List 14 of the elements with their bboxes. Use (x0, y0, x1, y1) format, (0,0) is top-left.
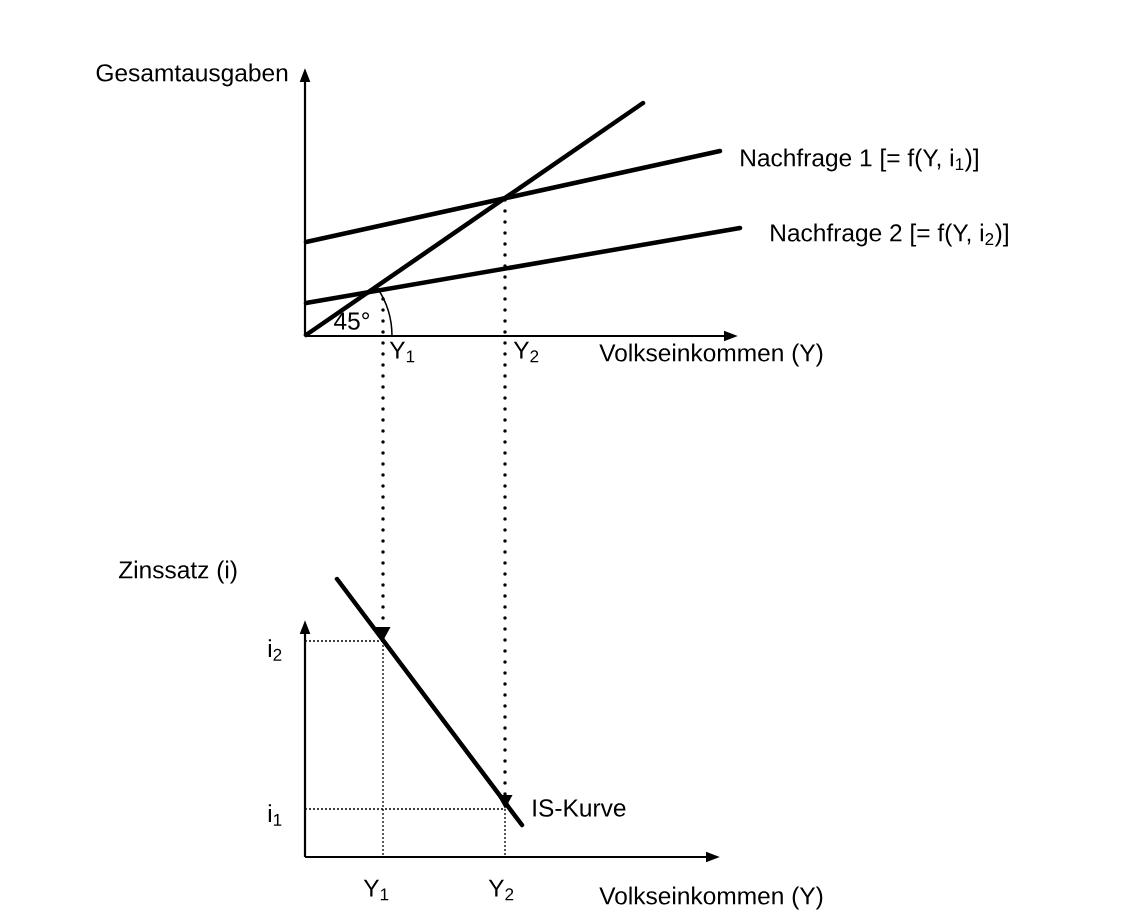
tick-label: Y$_{2}$ (488, 879, 514, 901)
curve-label: IS-Kurve (533, 799, 626, 817)
tick-label: i$_{1}$ (268, 804, 282, 826)
tick-label: Y$_{1}$ (389, 341, 415, 363)
axis-label: Volkseinkommen (Y) (599, 343, 823, 367)
axis-label: Zinssatz (i) (119, 560, 237, 584)
tick-label: Y$_{2}$ (513, 341, 539, 363)
angle-label: 45° (334, 312, 370, 330)
line-label: Nachfrage 2 [= f(Y, i$_{2}$)] (771, 223, 1008, 247)
tick-label: Y$_{1}$ (363, 879, 389, 901)
axis-label: Gesamtausgaben (96, 63, 288, 87)
axis-label: Volkseinkommen (Y) (599, 886, 823, 910)
tick-label: i$_{2}$ (268, 639, 282, 661)
line-label: Nachfrage 1 [= f(Y, i$_{1}$)] (741, 148, 978, 172)
